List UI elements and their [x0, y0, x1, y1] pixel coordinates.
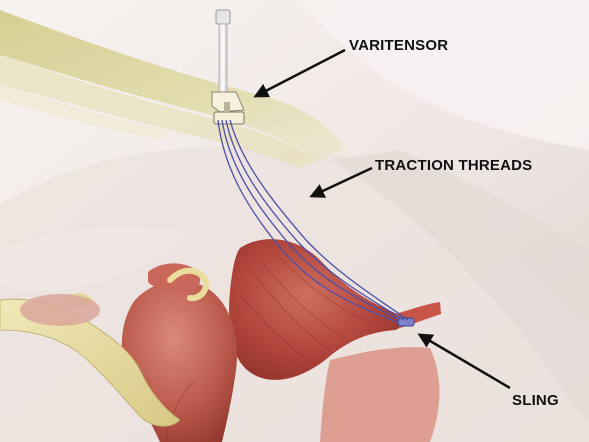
vaginal-wall: [320, 347, 439, 442]
ovary: [20, 294, 100, 326]
label-traction-threads: TRACTION THREADS: [375, 157, 532, 174]
label-varitensor: VARITENSOR: [349, 37, 448, 54]
label-sling: SLING: [512, 392, 559, 409]
